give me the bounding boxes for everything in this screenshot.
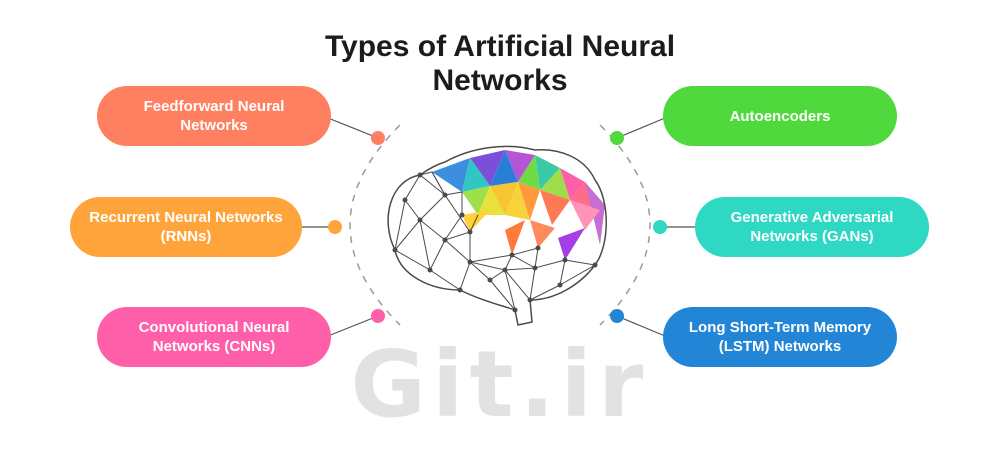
pill-lstm: Long Short-Term Memory (LSTM) Networks	[663, 307, 897, 367]
pill-label: Long Short-Term Memory (LSTM) Networks	[688, 319, 872, 355]
brain-network-icon	[387, 145, 607, 326]
connector-dot	[371, 131, 385, 145]
pill-feedforward: Feedforward Neural Networks	[97, 86, 331, 146]
connector-dot	[653, 220, 667, 234]
connector-line	[616, 117, 666, 139]
pill-label: Recurrent Neural Networks (RNNs)	[89, 209, 283, 245]
connector-line	[327, 315, 379, 337]
connector-dot	[610, 131, 624, 145]
watermark: Git.ir	[350, 331, 650, 438]
right-dashed-arc	[599, 124, 651, 326]
pill-label: Generative Adversarial Networks (GANs)	[730, 209, 894, 245]
connector-dot	[328, 220, 342, 234]
connector-line	[327, 117, 379, 139]
pill-label: Autoencoders	[729, 107, 831, 125]
pill-autoencoders: Autoencoders	[663, 86, 897, 146]
connector-dot	[610, 309, 624, 323]
left-dashed-arc	[349, 124, 401, 326]
connector-line	[616, 315, 666, 337]
pill-rnn: Recurrent Neural Networks (RNNs)	[70, 197, 302, 257]
pill-cnn: Convolutional Neural Networks (CNNs)	[97, 307, 331, 367]
pill-label: Convolutional Neural Networks (CNNs)	[138, 319, 290, 355]
page-title: Types of Artificial Neural Networks	[324, 30, 676, 97]
pill-gan: Generative Adversarial Networks (GANs)	[695, 197, 929, 257]
pill-label: Feedforward Neural Networks	[143, 98, 285, 134]
connector-dot	[371, 309, 385, 323]
